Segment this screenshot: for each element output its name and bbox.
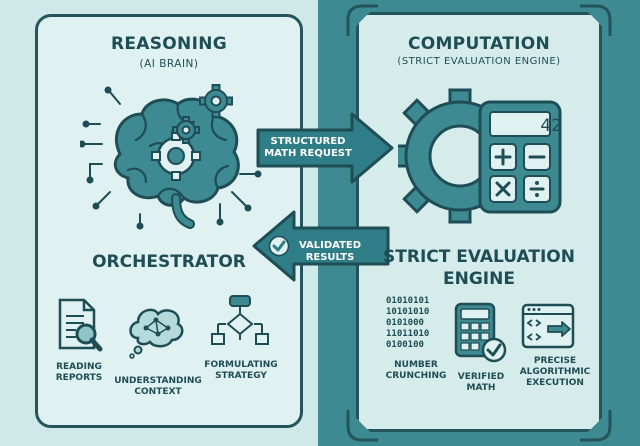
- understanding-context-label: UNDERSTANDING CONTEXT: [108, 376, 208, 398]
- calculator-check-icon: [454, 302, 507, 363]
- item-label-line: NUMBER: [394, 360, 438, 370]
- arrow-label-line: STRUCTURED: [270, 136, 346, 147]
- item-label-line: STRATEGY: [215, 371, 267, 381]
- item-label-line: CRUNCHING: [385, 371, 447, 381]
- binary-line: 0100100: [386, 340, 424, 350]
- arrow-label-line: RESULTS: [305, 252, 355, 263]
- computation-title: COMPUTATION: [407, 34, 551, 54]
- item-label-line: MATH: [466, 383, 496, 393]
- gear-icon: [172, 116, 200, 144]
- document-magnifier-icon: [58, 298, 103, 352]
- thought-cloud-network-icon: [129, 308, 184, 359]
- binary-line: 11011010: [386, 329, 430, 339]
- result-arrow: [252, 210, 390, 282]
- item-label-line: EXECUTION: [526, 378, 584, 388]
- code-window-icon: [521, 303, 575, 349]
- item-label-line: FORMULATING: [204, 360, 278, 370]
- item-label-line: CONTEXT: [134, 387, 182, 397]
- calculator-display-value: 42: [540, 116, 562, 136]
- arrow-label-line: MATH REQUEST: [264, 148, 352, 159]
- orchestrator-label: ORCHESTRATOR: [92, 252, 246, 272]
- binary-code-icon: 01010101 10101010 0101000 11011010 01001…: [386, 296, 450, 351]
- item-label-line: PRECISE: [533, 356, 577, 366]
- reading-reports-label: READING REPORTS: [44, 362, 114, 384]
- item-label-line: ALGORITHMIC: [519, 367, 591, 377]
- ai-brain-icon: [80, 86, 262, 230]
- binary-line: 10101010: [386, 307, 430, 317]
- computation-panel: [356, 12, 602, 432]
- reasoning-title: REASONING: [111, 34, 227, 54]
- engine-label-line: ENGINE: [443, 269, 515, 289]
- binary-line: 0101000: [386, 318, 424, 328]
- verified-math-label: VERIFIED MATH: [446, 372, 516, 394]
- engine-label: STRICT EVALUATION ENGINE: [356, 246, 602, 290]
- request-arrow-label: STRUCTURED MATH REQUEST: [258, 136, 358, 160]
- request-arrow: [256, 112, 394, 184]
- gear-calculator-icon: [398, 88, 562, 224]
- precise-execution-label: PRECISE ALGORITHMIC EXECUTION: [510, 356, 600, 389]
- result-arrow-label: VALIDATED RESULTS: [290, 240, 370, 264]
- reasoning-panel: [35, 14, 303, 428]
- number-crunching-label: NUMBER CRUNCHING: [376, 360, 456, 382]
- flowchart-icon: [211, 295, 269, 345]
- item-label-line: READING: [56, 362, 102, 372]
- gear-icon: [199, 84, 233, 118]
- item-label-line: VERIFIED: [457, 372, 505, 382]
- check-circle-icon: [268, 235, 290, 257]
- item-label-line: UNDERSTANDING: [114, 376, 202, 386]
- engine-label-line: STRICT EVALUATION: [383, 247, 575, 267]
- computation-subtitle: (STRICT EVALUATION ENGINE): [397, 56, 561, 67]
- reasoning-subtitle: (AI BRAIN): [139, 58, 199, 70]
- binary-line: 01010101: [386, 296, 430, 306]
- arrow-label-line: VALIDATED: [298, 240, 362, 251]
- formulating-strategy-label: FORMULATING STRATEGY: [196, 360, 286, 382]
- item-label-line: REPORTS: [55, 373, 103, 383]
